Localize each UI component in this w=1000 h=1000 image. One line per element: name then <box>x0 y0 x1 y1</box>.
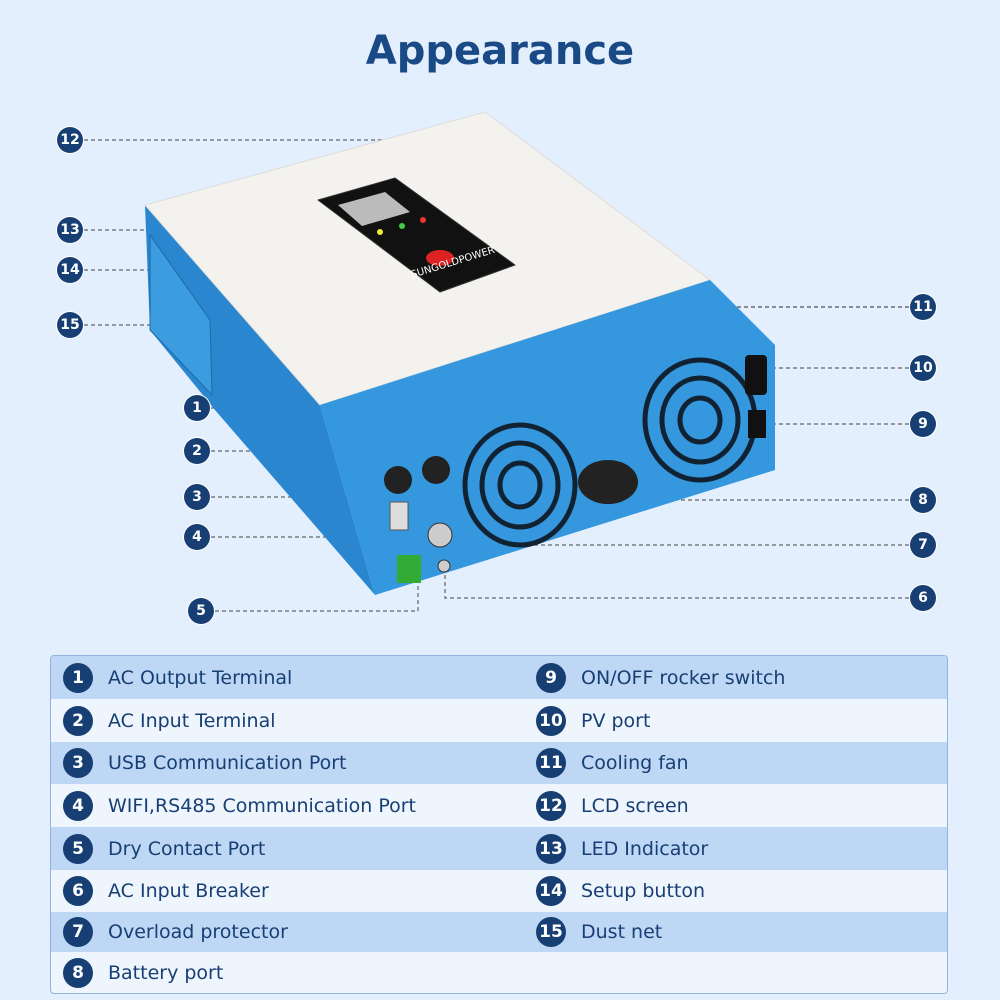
item-label: USB Communication Port <box>108 752 347 774</box>
callout-2: 2 <box>184 438 210 464</box>
item-number-badge: 2 <box>63 705 93 736</box>
item-label: AC Input Breaker <box>108 880 269 902</box>
ac-input-breaker <box>437 559 451 573</box>
legend-item: 5 Dry Contact Port <box>63 827 265 870</box>
pv-port <box>745 355 767 395</box>
item-label: AC Output Terminal <box>108 666 293 689</box>
rocker-switch <box>748 410 766 438</box>
callout-12: 12 <box>57 127 83 153</box>
table-row: 8 Battery port <box>51 952 947 993</box>
ac-output-terminal <box>422 456 450 484</box>
legend-item: 11 Cooling fan <box>536 742 689 784</box>
item-label: LED Indicator <box>581 837 709 860</box>
left-side-panel <box>145 205 375 595</box>
item-number-badge: 13 <box>536 833 566 864</box>
item-number-badge: 15 <box>536 917 566 947</box>
table-row: 3 USB Communication Port 11 Cooling fan <box>51 742 947 784</box>
item-label: LCD screen <box>581 794 689 817</box>
ac-input-terminal <box>384 466 412 494</box>
overload-protector <box>427 522 453 548</box>
item-number-badge: 7 <box>63 917 93 947</box>
item-number-badge: 3 <box>63 748 93 778</box>
legend-item: 15 Dust net <box>536 912 662 952</box>
item-label: Battery port <box>108 961 224 984</box>
item-number-badge: 5 <box>63 833 93 864</box>
item-label: Overload protector <box>108 921 288 943</box>
legend-item: 9 ON/OFF rocker switch <box>536 656 785 699</box>
callout-14: 14 <box>57 257 83 283</box>
item-label: ON/OFF rocker switch <box>581 666 786 689</box>
item-number-badge: 6 <box>63 876 93 906</box>
inverter-illustration: SUNGOLDPOWER <box>84 111 909 612</box>
front-panel <box>320 280 775 595</box>
page-title: Appearance <box>365 28 635 74</box>
legend-item: 2 AC Input Terminal <box>63 699 276 742</box>
led-indicator <box>377 229 383 235</box>
callout-9: 9 <box>910 411 936 437</box>
legend-item: 8 Battery port <box>63 952 223 993</box>
legend-item: 10 PV port <box>536 699 650 742</box>
item-number-badge: 8 <box>63 957 93 988</box>
callout-8: 8 <box>910 487 936 513</box>
item-label: Dust net <box>581 921 663 943</box>
callout-15: 15 <box>57 312 83 338</box>
callout-7: 7 <box>910 532 936 558</box>
callout-13: 13 <box>57 217 83 243</box>
legend-item: 14 Setup button <box>536 870 705 912</box>
table-row: 6 AC Input Breaker 14 Setup button <box>51 870 947 912</box>
legend-item: 6 AC Input Breaker <box>63 870 269 912</box>
legend-item: 13 LED Indicator <box>536 827 708 870</box>
item-label: WIFI,RS485 Communication Port <box>108 794 416 817</box>
lcd-screen <box>338 192 410 226</box>
led-indicator <box>420 217 426 223</box>
legend-item: 12 LCD screen <box>536 784 689 827</box>
led-indicator <box>399 223 405 229</box>
battery-port <box>578 460 638 504</box>
item-number-badge: 14 <box>536 876 566 906</box>
item-label: Cooling fan <box>581 752 689 774</box>
callout-11: 11 <box>910 294 936 320</box>
item-label: Setup button <box>581 880 706 902</box>
table-row: 5 Dry Contact Port 13 LED Indicator <box>51 827 947 870</box>
item-label: PV port <box>581 709 651 732</box>
item-number-badge: 10 <box>536 705 566 736</box>
logo-sun-icon <box>426 250 454 266</box>
legend-item: 4 WIFI,RS485 Communication Port <box>63 784 416 827</box>
callout-6: 6 <box>910 585 936 611</box>
callout-10: 10 <box>910 355 936 381</box>
table-row: 2 AC Input Terminal 10 PV port <box>51 699 947 742</box>
item-label: Dry Contact Port <box>108 837 266 860</box>
dust-net <box>149 233 213 397</box>
legend-table: 1 AC Output Terminal 9 ON/OFF rocker swi… <box>50 655 948 994</box>
item-number-badge: 11 <box>536 748 566 778</box>
callout-1: 1 <box>184 395 210 421</box>
item-number-badge: 9 <box>536 662 566 693</box>
table-row: 7 Overload protector 15 Dust net <box>51 912 947 952</box>
callout-3: 3 <box>184 484 210 510</box>
legend-item: 3 USB Communication Port <box>63 742 347 784</box>
legend-item: 1 AC Output Terminal <box>63 656 292 699</box>
item-label: AC Input Terminal <box>108 709 276 732</box>
item-number-badge: 4 <box>63 790 93 821</box>
callout-5: 5 <box>188 598 214 624</box>
item-number-badge: 12 <box>536 790 566 821</box>
legend-item: 7 Overload protector <box>63 912 288 952</box>
callout-4: 4 <box>184 524 210 550</box>
table-row: 4 WIFI,RS485 Communication Port 12 LCD s… <box>51 784 947 827</box>
dry-contact-port <box>397 555 421 583</box>
item-number-badge: 1 <box>63 662 93 693</box>
usb-port <box>389 501 409 531</box>
table-row: 1 AC Output Terminal 9 ON/OFF rocker swi… <box>51 656 947 699</box>
